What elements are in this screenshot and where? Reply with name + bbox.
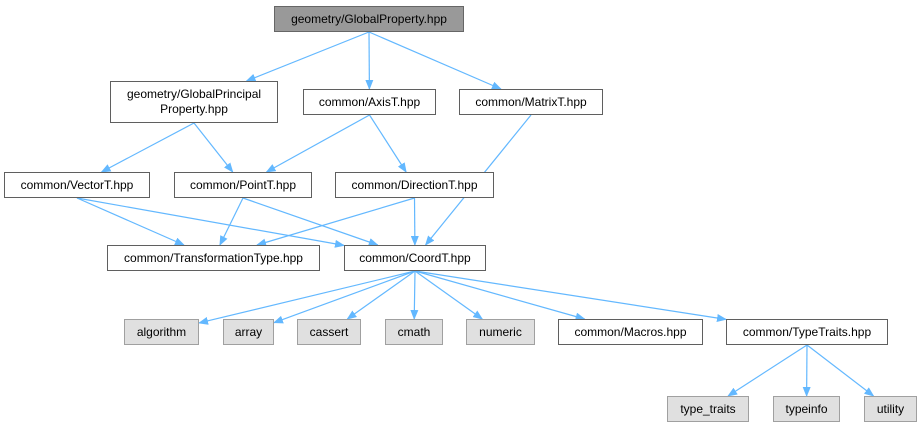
node-cassert[interactable]: cassert	[297, 319, 361, 345]
edge-direction_t-to-transformation_type	[256, 197, 415, 247]
node-matrix-t[interactable]: common/MatrixT.hpp	[459, 89, 603, 115]
edge-vector_t-to-coord_t	[76, 197, 345, 248]
node-global-property[interactable]: geometry/GlobalProperty.hpp	[274, 6, 464, 32]
node-typeinfo[interactable]: typeinfo	[773, 396, 840, 422]
edge-global_property-to-matrix_t	[368, 31, 502, 90]
node-vector-t[interactable]: common/VectorT.hpp	[4, 172, 150, 198]
edge-global_principal-to-vector_t	[100, 122, 195, 173]
node-utility[interactable]: utility	[864, 396, 917, 422]
edge-axis_t-to-point_t	[265, 114, 370, 173]
node-numeric[interactable]: numeric	[466, 319, 535, 345]
node-macros[interactable]: common/Macros.hpp	[558, 319, 703, 345]
node-coord-t[interactable]: common/CoordT.hpp	[344, 245, 486, 271]
edge-point_t-to-transformation_type	[219, 197, 244, 246]
edge-point_t-to-coord_t	[242, 197, 379, 246]
node-direction-t[interactable]: common/DirectionT.hpp	[335, 172, 494, 198]
edge-coord_t-to-array	[273, 270, 416, 324]
edge-vector_t-to-transformation_type	[76, 197, 185, 246]
edge-coord_t-to-macros	[414, 270, 586, 321]
node-type-traits[interactable]: type_traits	[667, 396, 749, 422]
edge-coord_t-to-algorithm	[198, 270, 416, 325]
edge-coord_t-to-cmath	[410, 270, 419, 320]
edge-type_traits_hpp-to-type_traits	[727, 344, 808, 397]
edge-coord_t-to-cassert	[346, 270, 416, 320]
node-array[interactable]: array	[223, 319, 274, 345]
node-cmath[interactable]: cmath	[385, 319, 443, 345]
edge-axis_t-to-direction_t	[368, 114, 407, 173]
edge-coord_t-to-type_traits_hpp	[414, 270, 727, 322]
node-algorithm[interactable]: algorithm	[124, 319, 199, 345]
node-type-traits-hpp[interactable]: common/TypeTraits.hpp	[726, 319, 888, 345]
edge-global_property-to-global_principal	[245, 31, 370, 82]
edge-type_traits_hpp-to-utility	[806, 344, 875, 397]
node-axis-t[interactable]: common/AxisT.hpp	[303, 89, 436, 115]
node-global-principal-property[interactable]: geometry/GlobalPrincipal Property.hpp	[110, 81, 278, 123]
edge-global_principal-to-point_t	[193, 122, 234, 173]
node-transformation-type[interactable]: common/TransformationType.hpp	[107, 245, 320, 271]
edge-coord_t-to-numeric	[414, 270, 484, 320]
node-point-t[interactable]: common/PointT.hpp	[174, 172, 312, 198]
